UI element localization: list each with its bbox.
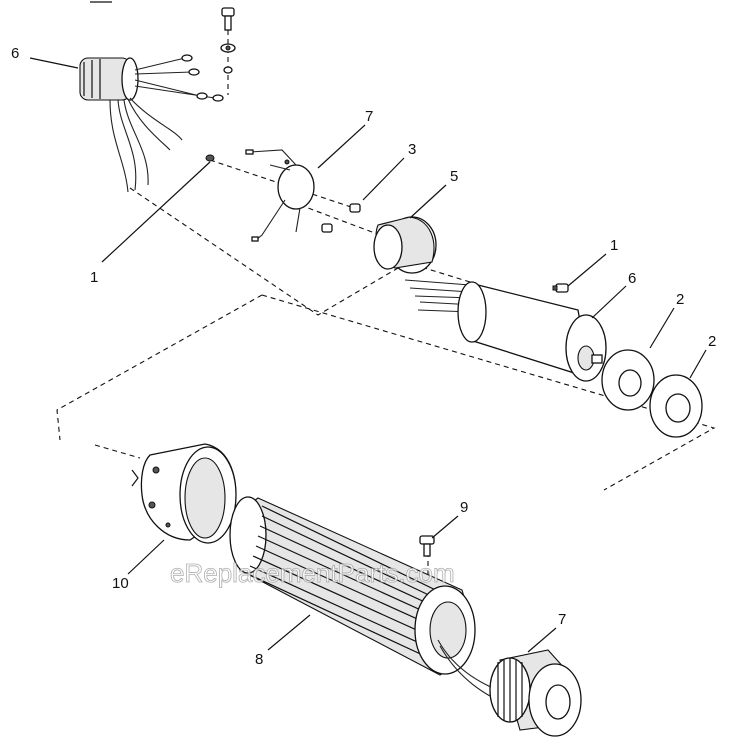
washer-2 (649, 374, 703, 438)
callout-1-left: 1 (90, 269, 98, 286)
gear-assembly (489, 649, 582, 737)
callout-2-b: 2 (708, 333, 716, 350)
callout-7-top: 7 (365, 108, 373, 125)
watermark: eReplacementParts.com (170, 558, 455, 588)
leader-lines (29, 57, 707, 653)
callout-2-a: 2 (676, 291, 684, 308)
finned-tube (229, 496, 521, 713)
motor-unit-upper (79, 54, 224, 193)
motor-unit-middle (404, 279, 607, 382)
sleeve-ring (373, 216, 437, 274)
washer-1 (601, 349, 655, 411)
screw-left (205, 154, 215, 162)
callout-7-bottom: 7 (558, 611, 566, 628)
callout-6-top: 6 (11, 45, 19, 62)
callout-3: 3 (408, 141, 416, 158)
callout-10: 10 (112, 575, 129, 592)
pins (321, 203, 361, 233)
callout-5: 5 (450, 168, 458, 185)
end-cap-ring (131, 443, 237, 544)
callout-6-middle: 6 (628, 270, 636, 287)
screw-right (552, 283, 569, 293)
callout-9: 9 (460, 499, 468, 516)
screw-top (220, 7, 236, 74)
screw-9 (419, 535, 435, 557)
assembly-guide-lines (56, 30, 716, 610)
circuit-board (245, 149, 315, 242)
callout-8: 8 (255, 651, 263, 668)
callout-1-right: 1 (610, 237, 618, 254)
